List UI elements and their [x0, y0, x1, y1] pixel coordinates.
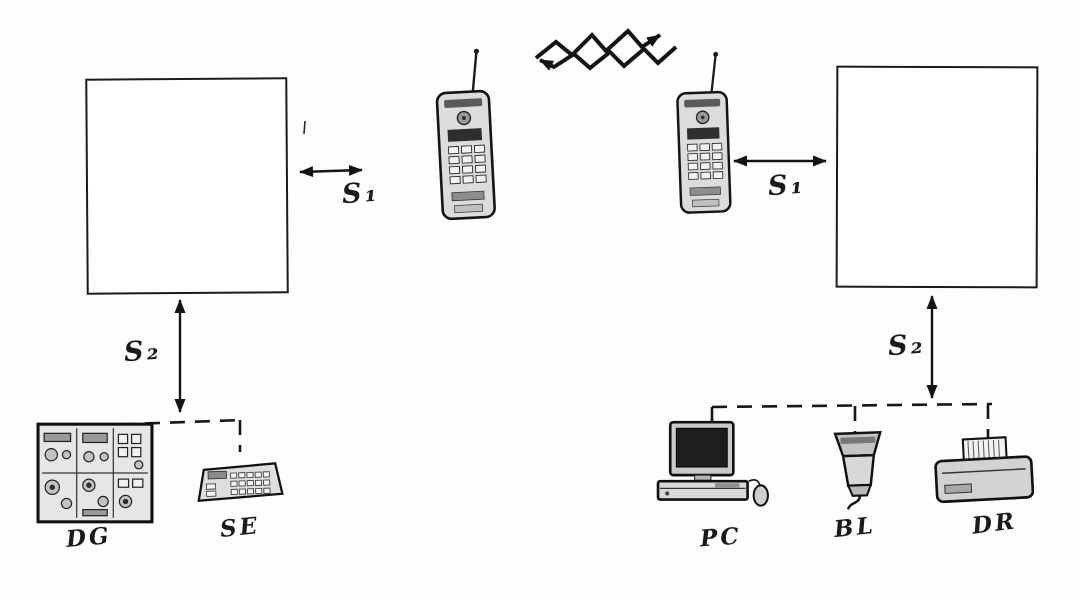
barcode-scanner-device	[833, 431, 882, 510]
radio-zigzag-left	[539, 45, 678, 71]
s1-label-right: S₁	[766, 168, 807, 203]
keys	[205, 471, 271, 497]
scanner-head	[833, 431, 882, 458]
panel-knobs	[43, 432, 144, 517]
mouse-cable	[748, 479, 761, 486]
display	[447, 128, 483, 142]
se-label: SE	[218, 511, 262, 544]
control-panel-device	[36, 422, 154, 524]
dg-label: DG	[64, 522, 113, 553]
s1-label-left: S₁	[340, 176, 381, 211]
s2-label-left: S₂	[122, 334, 163, 369]
mouse	[752, 484, 769, 507]
bl-label: BL	[832, 511, 877, 544]
pc-device	[656, 420, 769, 507]
s1-arrow-left	[299, 164, 363, 178]
antenna	[471, 51, 478, 94]
right-dashed-bus	[710, 402, 993, 438]
display	[686, 127, 720, 140]
keyboard-device	[197, 462, 284, 503]
antenna	[710, 54, 717, 95]
printer-body	[934, 455, 1035, 504]
printer-device	[934, 436, 1035, 504]
pc-label: PC	[699, 522, 743, 553]
scanner-cable	[846, 495, 862, 510]
right-mobile-phone	[676, 51, 732, 214]
keypad	[447, 144, 487, 185]
s2-label-right: S₂	[886, 328, 927, 363]
stray-mark	[303, 120, 306, 135]
earpiece	[444, 98, 483, 108]
scanner-handle	[841, 453, 876, 488]
radio-zigzag-right	[534, 28, 662, 60]
earpiece	[684, 98, 721, 108]
monitor-screen	[675, 427, 728, 468]
dr-label: DR	[970, 507, 1019, 540]
left-mobile-phone	[435, 48, 496, 221]
keypad	[687, 142, 724, 180]
keyboard-display	[207, 470, 228, 480]
